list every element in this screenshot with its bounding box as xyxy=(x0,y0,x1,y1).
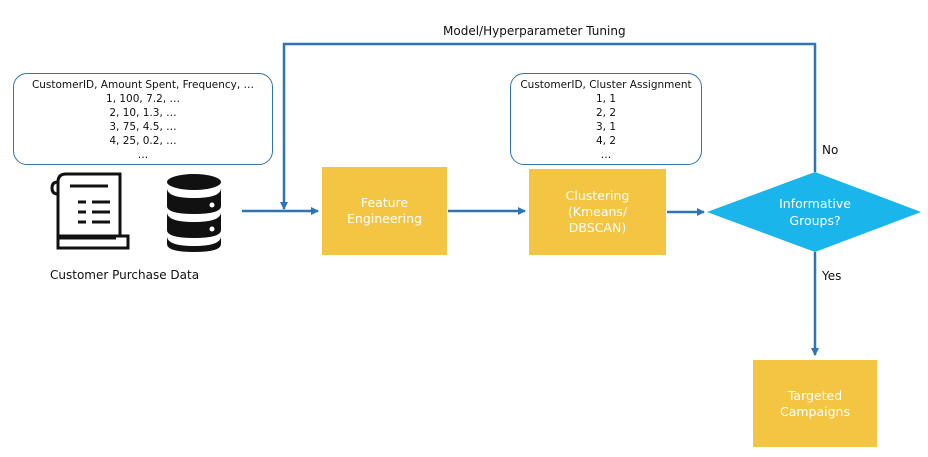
clustering-line: (Kmeans/ xyxy=(567,204,628,219)
input-data-line: 3, 75, 4.5, … xyxy=(109,121,177,133)
database-icon xyxy=(167,174,221,252)
input-data-line: … xyxy=(137,149,149,161)
decision-text: Informative Groups? xyxy=(765,195,865,229)
output-data-line: 1, 1 xyxy=(595,93,617,105)
input-data-line: 4, 25, 0.2, … xyxy=(109,135,177,147)
decision-line: Informative xyxy=(779,196,851,211)
input-data-line: CustomerID, Amount Spent, Frequency, … xyxy=(31,79,255,91)
arrow-loop-no xyxy=(280,42,817,210)
targeted-campaigns-node: Targeted Campaigns xyxy=(753,360,877,447)
loop-label: Model/Hyperparameter Tuning xyxy=(443,24,626,38)
output-data-line: … xyxy=(600,149,612,161)
output-data-line: 2, 2 xyxy=(595,107,617,119)
output-data-line: 4, 2 xyxy=(595,135,617,147)
decision-diamond xyxy=(707,172,921,252)
feature-engineering-node: Feature Engineering xyxy=(322,167,447,255)
clustering-line: DBSCAN) xyxy=(568,220,627,235)
output-data-line: CustomerID, Cluster Assignment xyxy=(520,79,692,91)
input-data-line: 2, 10, 1.3, … xyxy=(109,107,177,119)
receipt-icon xyxy=(50,172,130,250)
targeted-campaigns-line: Targeted xyxy=(787,387,843,403)
input-data-line: 1, 100, 7.2, … xyxy=(106,93,180,105)
clustering-node: Clustering (Kmeans/ DBSCAN) xyxy=(529,169,666,255)
targeted-campaigns-line: Campaigns xyxy=(779,403,850,419)
source-label: Customer Purchase Data xyxy=(50,268,200,282)
no-label: No xyxy=(822,143,839,157)
output-data-line: 3, 1 xyxy=(595,121,617,133)
feature-engineering-line: Engineering xyxy=(347,211,422,226)
decision-line: Groups? xyxy=(789,213,841,228)
clustering-line: Clustering xyxy=(565,188,630,203)
output-data-box: CustomerID, Cluster Assignment 1, 1 2, 2… xyxy=(510,73,702,165)
yes-label: Yes xyxy=(822,269,842,283)
feature-engineering-line: Feature xyxy=(360,195,409,210)
input-data-box: CustomerID, Amount Spent, Frequency, … 1… xyxy=(13,73,273,165)
